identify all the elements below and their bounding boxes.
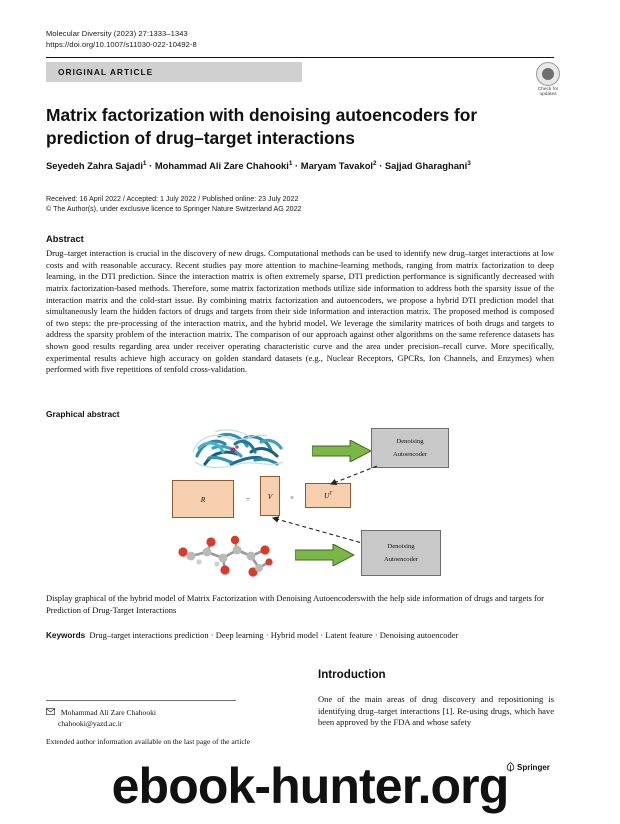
- crossmark-label: Check for updates: [537, 87, 559, 98]
- keywords-text: Drug–target interactions prediction · De…: [89, 630, 459, 640]
- correspondence-block: Mohammad Ali Zare Chahooki chahooki@yazd…: [46, 708, 296, 729]
- denoising-autoencoder-bottom-line2: Autoencoder: [383, 556, 419, 563]
- dashed-connector-top-icon: [329, 465, 378, 486]
- times-symbol: ×: [290, 494, 294, 502]
- arrow-right-top-icon: [312, 440, 372, 462]
- journal-citation-block: Molecular Diversity (2023) 27:1333–1343 …: [46, 28, 197, 50]
- denoising-autoencoder-box-top: Denoising Autoencoder: [371, 428, 449, 468]
- header-rule: [46, 57, 554, 58]
- publication-dates-block: Received: 16 April 2022 / Accepted: 1 Ju…: [46, 194, 301, 214]
- graphical-abstract-caption: Display graphical of the hybrid model of…: [46, 593, 544, 615]
- author-list: Seyedeh Zahra Sajadi1 · Mohammad Ali Zar…: [46, 160, 471, 172]
- springer-tree-icon: [506, 762, 515, 772]
- protein-ribbon-icon: [192, 429, 284, 469]
- envelope-icon: [46, 708, 55, 715]
- ball-and-stick-molecule-icon: [178, 535, 273, 577]
- arrow-right-bottom-icon: [295, 544, 355, 566]
- crossmark-badge[interactable]: Check for updates: [531, 62, 565, 98]
- abstract-text: Drug–target interaction is crucial in th…: [46, 248, 554, 375]
- corresponding-author-email[interactable]: chahooki@yazd.ac.ir: [58, 718, 123, 728]
- matrix-ut-superscript: T: [329, 491, 333, 497]
- correspondence-rule: [46, 700, 236, 701]
- copyright-line: © The Author(s), under exclusive licence…: [46, 205, 302, 214]
- denoising-autoencoder-bottom-line1: Denoising: [387, 543, 415, 550]
- denoising-autoencoder-box-bottom: Denoising Autoencoder: [361, 530, 441, 576]
- article-type-band: ORIGINAL ARTICLE: [46, 62, 302, 82]
- matrix-ut-label: UT: [324, 491, 332, 500]
- page-title: Matrix factorization with denoising auto…: [46, 105, 478, 148]
- introduction-text: One of the main areas of drug discovery …: [318, 694, 554, 728]
- extended-author-info: Extended author information available on…: [46, 737, 251, 746]
- dashed-connector-bottom-icon: [271, 516, 388, 551]
- received-line: Received: 16 April 2022 / Accepted: 1 Ju…: [46, 195, 299, 203]
- graphical-abstract-heading: Graphical abstract: [46, 409, 120, 419]
- keywords-label: Keywords: [46, 631, 86, 640]
- graphical-abstract-figure: Denoising Autoencoder R = V × UT: [165, 424, 465, 584]
- matrix-r-label: R: [200, 494, 206, 504]
- journal-citation: Molecular Diversity (2023) 27:1333–1343: [46, 29, 188, 38]
- matrix-ut-box: UT: [305, 483, 351, 508]
- springer-label: Springer: [517, 763, 550, 772]
- matrix-v-label: V: [267, 491, 273, 501]
- denoising-autoencoder-top-line2: Autoencoder: [392, 451, 428, 458]
- corresponding-author-name: Mohammad Ali Zare Chahooki: [60, 708, 157, 717]
- watermark-text: ebook-hunter.org: [111, 758, 510, 814]
- denoising-autoencoder-top-line1: Denoising: [396, 438, 424, 445]
- crossmark-icon: [536, 62, 560, 86]
- springer-logo: Springer: [506, 762, 550, 772]
- matrix-ut-base: U: [323, 491, 330, 500]
- matrix-r-box: R: [172, 480, 234, 518]
- abstract-heading: Abstract: [46, 234, 84, 244]
- article-type-label: ORIGINAL ARTICLE: [58, 67, 154, 77]
- keywords-block: Keywords Drug–target interactions predic…: [46, 630, 554, 642]
- doi-link[interactable]: https://doi.org/10.1007/s11030-022-10492…: [46, 40, 197, 49]
- equals-symbol: =: [246, 496, 250, 504]
- matrix-v-box: V: [260, 476, 280, 516]
- introduction-heading: Introduction: [318, 668, 386, 681]
